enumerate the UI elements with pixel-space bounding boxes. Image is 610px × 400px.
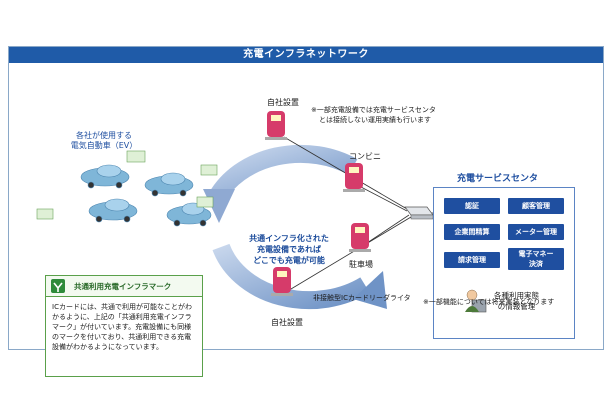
center-message: 共通インフラ化された 充電設備であれば どこでも充電が可能 xyxy=(237,233,341,266)
legend-body: ICカードには、共通で利用が可能なことがわかるように、上記の「共通利用充電インフ… xyxy=(52,303,192,351)
note-top-line-2: とは接続しない運用実績も行います xyxy=(319,116,431,124)
car-3 xyxy=(88,198,138,223)
station-top-label: 自社設置 xyxy=(267,98,299,107)
service-item-auth: 認証 xyxy=(444,198,500,214)
station-parking-label: 駐車場 xyxy=(349,260,373,269)
service-item-meter: メーター管理 xyxy=(508,224,564,240)
service-item-customer: 顧客管理 xyxy=(508,198,564,214)
ev-label: 各社が使用する 電気自動車（EV） xyxy=(70,131,138,150)
service-info-line-1: 各種利用実態 xyxy=(494,291,539,300)
operator-icon xyxy=(465,289,487,313)
link-convenience xyxy=(360,186,408,212)
station-parking-shape xyxy=(349,223,371,252)
center-line-2: 充電設備であれば xyxy=(257,245,321,254)
service-info: 各種利用実態 の情報管理 xyxy=(494,290,539,312)
center-line-1: 共通インフラ化された xyxy=(249,234,329,243)
service-item-billing: 請求管理 xyxy=(444,252,500,268)
legend-title: 共通利用充電インフラマーク xyxy=(74,282,172,291)
station-convenience-label: コンビニ xyxy=(349,152,381,161)
ic-card-icons xyxy=(36,150,218,220)
center-line-3: どこでも充電が可能 xyxy=(253,256,325,265)
link-bottom xyxy=(290,216,412,290)
network-device xyxy=(404,206,434,220)
station-convenience-shape xyxy=(343,163,365,192)
diagram-canvas xyxy=(36,111,439,310)
station-bottom-shape xyxy=(271,267,293,296)
legend-header: 共通利用充電インフラマーク xyxy=(46,276,202,297)
legend-box: 共通利用充電インフラマーク ICカードには、共通で利用が可能なことがわかるように… xyxy=(45,275,203,377)
service-item-emoney: 電子マネー 決済 xyxy=(508,248,564,270)
car-2 xyxy=(144,172,194,197)
service-center-title: 充電サービスセンタ xyxy=(457,174,539,184)
note-top: ※一部充電設備では充電サービスセンタ とは接続しない運用実績も行います xyxy=(311,105,436,125)
diagram-title: 充電インフラネットワーク xyxy=(9,47,603,63)
cycle-arrow-bottom xyxy=(212,243,370,310)
note-bottom: ※一部機能については将来実装となります xyxy=(423,298,555,306)
station-top-shape xyxy=(265,111,287,140)
cycle-arrow-bottom-head xyxy=(353,271,387,309)
car-1 xyxy=(80,164,130,189)
service-center-box: 認証 顧客管理 企業間精算 メーター管理 請求管理 電子マネー 決済 各種利用実… xyxy=(433,187,575,339)
diagram-frame: 充電インフラネットワーク xyxy=(8,46,604,377)
service-info-line-2: の情報管理 xyxy=(497,302,536,311)
shared-infra-mark-icon xyxy=(51,279,65,293)
note-top-line-1: ※一部充電設備では充電サービスセンタ xyxy=(311,106,436,114)
station-bottom-label: 自社設置 xyxy=(271,318,303,327)
service-item-settlement: 企業間精算 xyxy=(444,224,500,240)
reader-label: 非接触型ICカードリーダライタ xyxy=(313,294,411,302)
link-parking xyxy=(366,214,410,244)
cycle-arrow-top xyxy=(209,144,358,202)
